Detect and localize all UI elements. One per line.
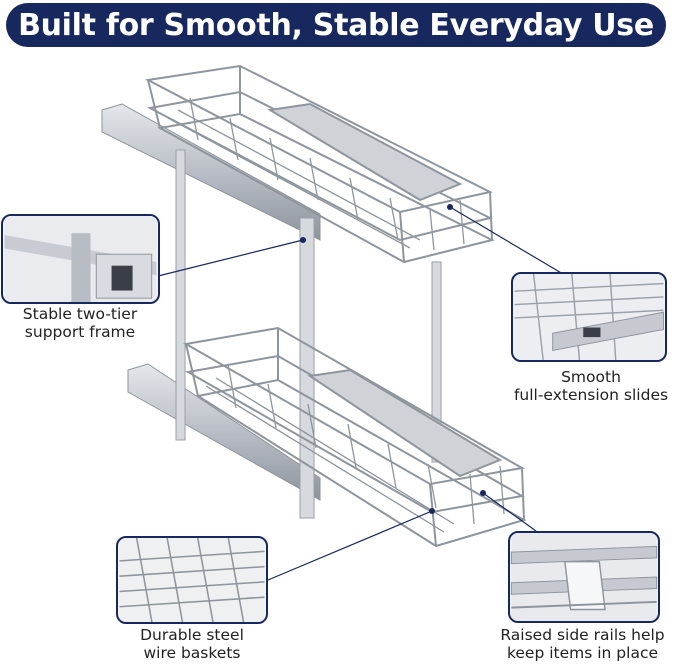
frame-caption-line2: support frame	[24, 323, 136, 341]
rails-caption: Raised side rails help keep items in pla…	[486, 626, 679, 662]
frame-callout-dot	[300, 237, 306, 243]
lower-basket	[183, 326, 527, 548]
upper-basket	[144, 64, 495, 264]
frame-caption-line1: Stable two-tier	[22, 305, 138, 323]
frame-detail-inset	[1, 214, 160, 304]
callout-lines	[149, 206, 564, 581]
frame-caption: Stable two-tier support frame	[14, 305, 146, 341]
banner-title: Built for Smooth, Stable Everyday Use	[18, 7, 654, 43]
baskets-caption-line2: wire baskets	[143, 644, 241, 662]
slides-callout-dot	[447, 204, 453, 210]
rails-callout-dot	[480, 490, 486, 496]
baskets-caption: Durable steel wire baskets	[124, 626, 260, 662]
rails-caption-line2: keep items in place	[506, 644, 659, 662]
slides-detail-inset	[511, 272, 667, 362]
title-banner: Built for Smooth, Stable Everyday Use	[6, 3, 666, 47]
baskets-callout-dot	[429, 508, 435, 514]
slides-caption-line1: Smooth	[561, 368, 621, 386]
baskets-detail-image	[119, 538, 265, 622]
rails-caption-line1: Raised side rails help	[500, 626, 665, 644]
baskets-caption-line1: Durable steel	[140, 626, 244, 644]
rails-detail-inset	[508, 531, 660, 623]
slides-caption: Smooth full-extension slides	[503, 368, 679, 404]
frame-detail-image	[4, 216, 157, 302]
rails-detail-image	[510, 533, 658, 621]
baskets-detail-inset	[116, 536, 268, 624]
upper-mount-rail	[101, 103, 321, 241]
frame-posts	[175, 149, 442, 519]
slides-detail-image	[514, 274, 665, 360]
slides-caption-line2: full-extension slides	[513, 386, 669, 404]
